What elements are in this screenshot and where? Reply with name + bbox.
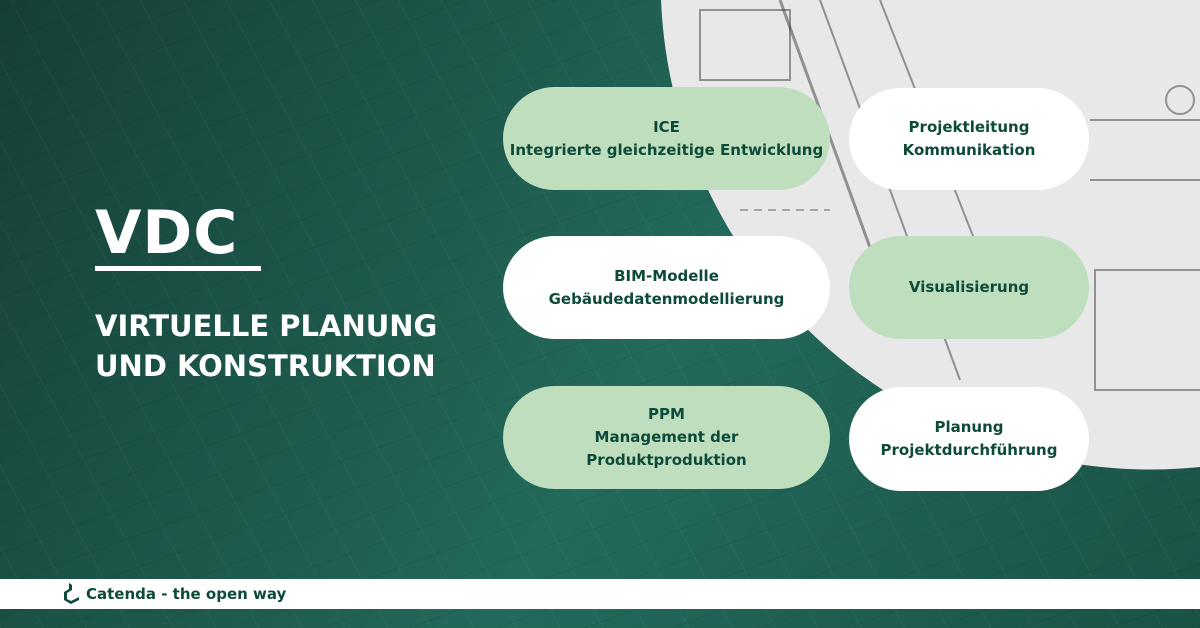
pill-line: Management der [594, 428, 739, 446]
title-underline [95, 266, 261, 271]
pill-ppm: PPM Management der Produktproduktion [503, 386, 830, 489]
pill-line: ICE [653, 117, 680, 136]
footer-bar: Catenda - the open way [0, 579, 1200, 609]
pill-line: BIM-Modelle [614, 266, 719, 285]
pill-line: Visualisierung [908, 278, 1030, 296]
page-title: VDC [95, 198, 239, 268]
pill-ice: ICE Integrierte gleichzeitige Entwicklun… [503, 87, 830, 190]
subtitle-line: VIRTUELLE PLANUNG [95, 309, 438, 343]
pill-line: Gebäudedatenmodellierung [548, 289, 785, 308]
pill-line: Integrierte gleichzeitige Entwicklung [509, 140, 824, 159]
pill-projektleitung: Projektleitung Kommunikation [849, 88, 1089, 190]
pill-bim: BIM-Modelle Gebäudedatenmodellierung [503, 236, 830, 339]
page-subtitle: VIRTUELLE PLANUNG UND KONSTRUKTION [95, 306, 495, 386]
pill-planung: Planung Projektdurchführung [849, 387, 1089, 491]
pill-line: PPM [648, 405, 685, 423]
pill-line: Planung [934, 418, 1004, 436]
pill-line: Projektleitung [908, 118, 1030, 136]
pill-line: Produktproduktion [586, 451, 747, 469]
subtitle-line: UND KONSTRUKTION [95, 349, 436, 383]
pill-line: Kommunikation [902, 141, 1036, 159]
catenda-logo-icon [64, 583, 79, 604]
brand-tagline: Catenda - the open way [86, 585, 287, 603]
pill-line: Projektdurchführung [880, 441, 1058, 459]
pill-visualisierung: Visualisierung [849, 236, 1089, 339]
